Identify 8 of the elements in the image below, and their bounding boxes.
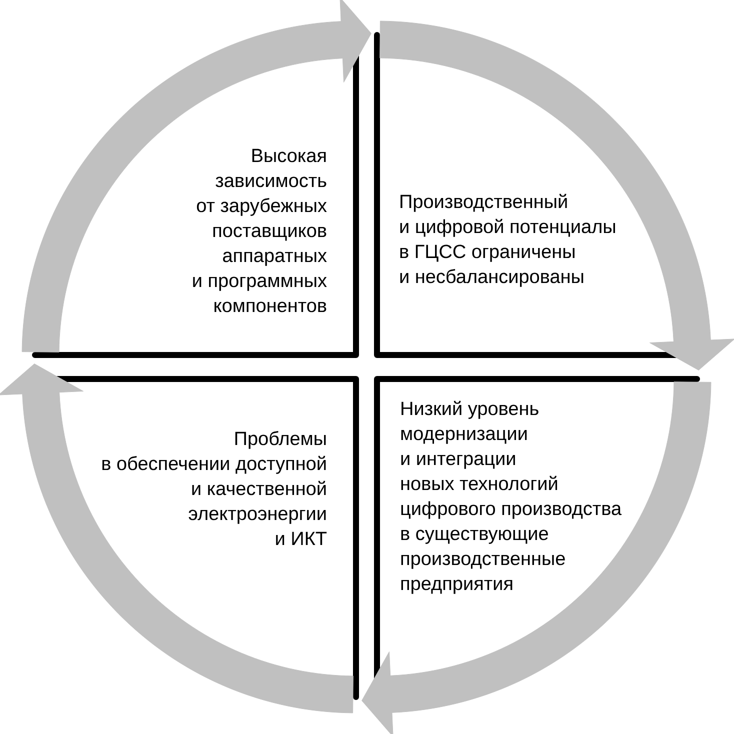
curved-arrow — [362, 382, 712, 734]
quadrant-panel: Проблемы в обеспечении доступной и качественной электроэнергии и ИКТ — [32, 376, 359, 700]
curved-arrow — [380, 20, 734, 370]
quadrant-panel: Производственный и цифровой потенциалы в ГЦСС ограничены и несбалансированы — [374, 32, 700, 358]
quadrant-panel: Высокая зависимость от зарубежных поставщиков аппаратных и программных компонентов — [32, 32, 359, 358]
curved-arrow — [22, 0, 372, 352]
curved-arrow — [0, 364, 354, 714]
quadrant-panel: Низкий уровень модернизации и интеграции новых технологий цифрового производства в существующие производственные предприятия — [374, 376, 700, 700]
